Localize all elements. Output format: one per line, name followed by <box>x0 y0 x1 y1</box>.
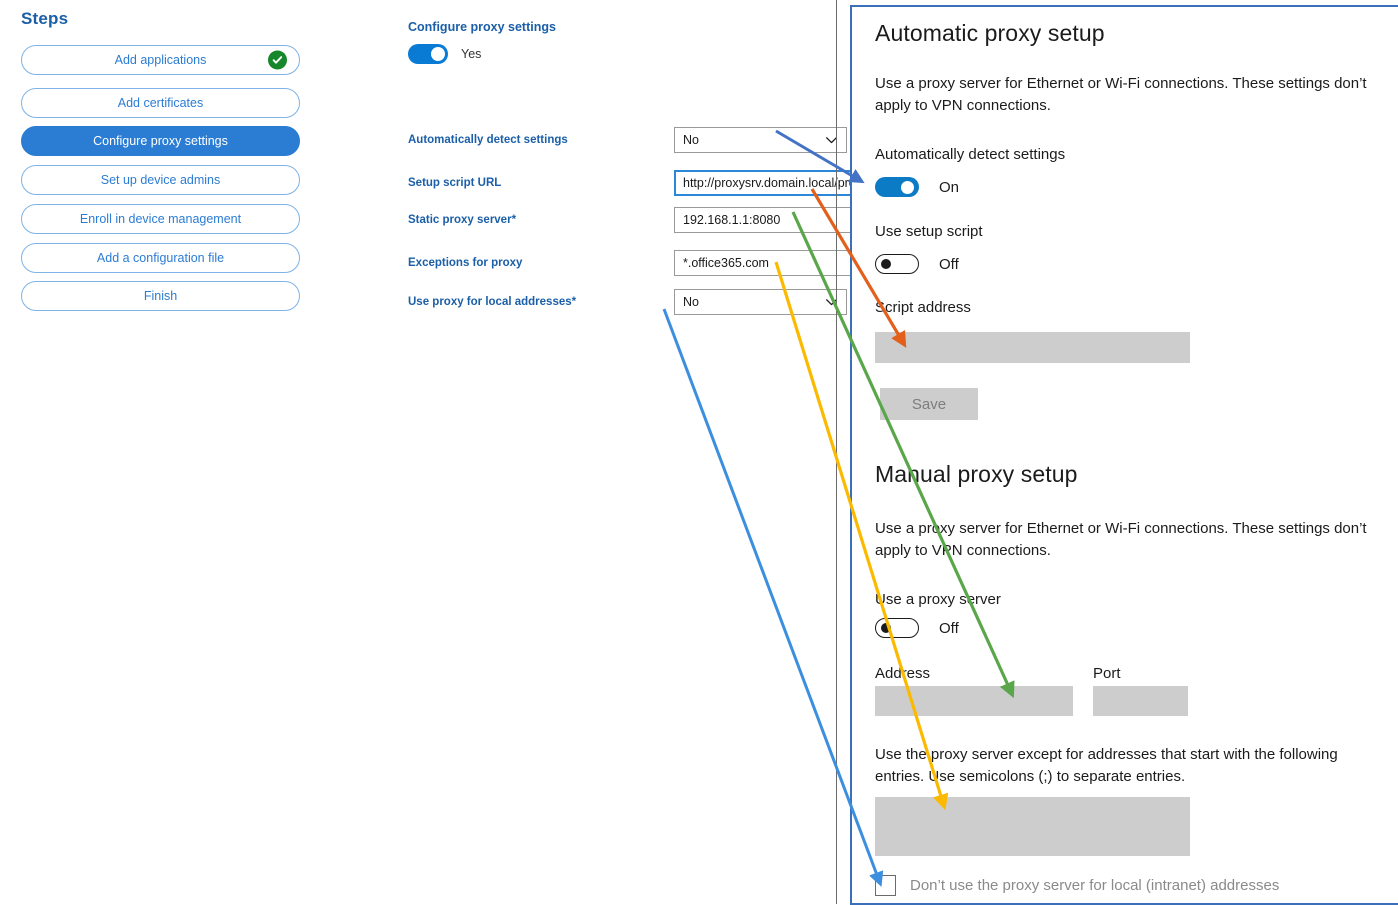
field-setup-script-url: Setup script URL http://proxysrv.domain.… <box>408 170 886 196</box>
step-finish[interactable]: Finish <box>21 281 300 311</box>
field-label: Static proxy server* <box>408 214 517 226</box>
field-static-proxy-server: Static proxy server* 192.168.1.1:8080 <box>408 207 886 233</box>
configure-proxy-toggle[interactable] <box>408 44 448 64</box>
step-label: Add certificates <box>117 96 204 110</box>
use-proxy-for-local-addresses-select[interactable]: No <box>674 289 847 315</box>
step-label: Add a configuration file <box>96 251 225 265</box>
use-setup-script-toggle[interactable] <box>875 254 919 274</box>
bypass-local-addresses-row[interactable]: Don’t use the proxy server for local (in… <box>875 875 1279 896</box>
step-add-a-configuration-file[interactable]: Add a configuration file <box>21 243 300 273</box>
use-a-proxy-server-label: Use a proxy server <box>875 591 1001 608</box>
toggle-state: Off <box>939 255 959 273</box>
automatically-detect-settings-toggle[interactable] <box>875 177 919 197</box>
automatically-detect-settings-select[interactable]: No <box>674 127 847 153</box>
automatically-detect-settings-toggle-row[interactable]: On <box>875 177 959 197</box>
step-configure-proxy-settings[interactable]: Configure proxy settings <box>21 126 300 156</box>
use-a-proxy-server-toggle-row[interactable]: Off <box>875 618 959 638</box>
toggle-state: Off <box>939 619 959 637</box>
field-label: Exceptions for proxy <box>408 257 523 269</box>
form-heading: Configure proxy settings <box>408 20 556 34</box>
step-label: Finish <box>143 289 178 303</box>
step-add-applications[interactable]: Add applications <box>21 45 300 75</box>
input-value: 192.168.1.1:8080 <box>683 213 781 227</box>
panel-divider <box>836 0 837 904</box>
field-label: Automatically detect settings <box>408 134 568 146</box>
step-enroll-in-device-management[interactable]: Enroll in device management <box>21 204 300 234</box>
step-label: Add applications <box>114 53 207 67</box>
use-a-proxy-server-toggle[interactable] <box>875 618 919 638</box>
toggle-state: On <box>939 178 960 196</box>
field-exceptions-for-proxy: Exceptions for proxy *.office365.com <box>408 250 886 276</box>
field-label: Setup script URL <box>408 177 502 189</box>
select-value: No <box>683 133 699 147</box>
step-add-certificates[interactable]: Add certificates <box>21 88 300 118</box>
script-address-input[interactable] <box>875 332 1190 363</box>
step-set-up-device-admins[interactable]: Set up device admins <box>21 165 300 195</box>
steps-panel: Steps Add applications Add certificates … <box>0 0 336 904</box>
select-value: No <box>683 295 699 309</box>
port-input[interactable] <box>1093 686 1188 716</box>
checkbox-icon[interactable] <box>875 875 896 896</box>
manual-proxy-setup-description: Use a proxy server for Ethernet or Wi-Fi… <box>875 520 1367 559</box>
windows-proxy-settings-panel: Automatic proxy setup Use a proxy server… <box>875 0 1367 904</box>
configure-proxy-toggle-row[interactable]: Yes <box>408 44 481 64</box>
address-input[interactable] <box>875 686 1073 716</box>
manual-proxy-setup-heading: Manual proxy setup <box>875 461 1078 487</box>
exceptions-description: Use the proxy server except for addresse… <box>875 746 1338 785</box>
address-label: Address <box>875 665 931 682</box>
steps-title: Steps <box>21 9 69 28</box>
port-label: Port <box>1093 665 1121 682</box>
automatic-proxy-setup-heading: Automatic proxy setup <box>875 20 1105 46</box>
check-circle-icon <box>268 50 287 70</box>
step-label: Set up device admins <box>100 173 221 187</box>
script-address-label: Script address <box>875 299 971 316</box>
field-automatically-detect-settings: Automatically detect settings No <box>408 127 847 153</box>
step-label: Configure proxy settings <box>93 134 228 148</box>
use-setup-script-toggle-row[interactable]: Off <box>875 254 959 274</box>
input-value: *.office365.com <box>683 256 769 270</box>
save-button[interactable]: Save <box>880 388 978 420</box>
proxy-form-panel: Configure proxy settings Yes Automatical… <box>336 0 886 904</box>
configure-proxy-toggle-state: Yes <box>461 47 482 61</box>
step-label: Enroll in device management <box>79 212 242 226</box>
exceptions-textarea[interactable] <box>875 797 1190 856</box>
bypass-local-addresses-label: Don’t use the proxy server for local (in… <box>910 877 1280 894</box>
automatic-proxy-setup-description: Use a proxy server for Ethernet or Wi-Fi… <box>875 75 1367 114</box>
field-label: Use proxy for local addresses* <box>408 296 577 308</box>
use-setup-script-label: Use setup script <box>875 223 983 240</box>
automatically-detect-settings-label: Automatically detect settings <box>875 146 1066 163</box>
field-use-proxy-for-local-addresses: Use proxy for local addresses* No <box>408 289 847 315</box>
